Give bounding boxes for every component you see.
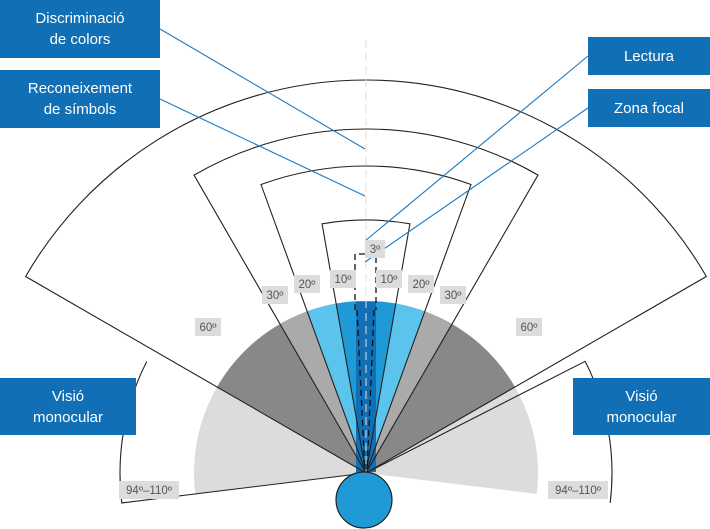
angle-label-20-left: 20º — [294, 275, 320, 293]
callout-symbol-recognition-line2: de símbols — [43, 101, 117, 118]
angle-label-text: 94º–110º — [555, 485, 602, 497]
angle-label-text: 3º — [370, 244, 381, 256]
callout-color-discrimination-line1: Discriminació — [35, 10, 125, 27]
callout-reading-line1: Lectura — [623, 47, 675, 65]
angle-label-bg — [119, 481, 179, 499]
callout-monocular-right-line1: Visió — [625, 387, 658, 405]
callout-color-discrimination-line2: de colors — [49, 31, 111, 48]
outline-30-sector — [193, 128, 539, 475]
angle-label-text: 10º — [381, 274, 399, 286]
angle-label-text: 94º–110º — [126, 485, 173, 497]
angle-label-60-left: 60º — [195, 318, 221, 336]
outline-focal-right — [366, 309, 375, 474]
angle-labels: 3º 10º 10º 20º 20º 30º 30º 60º 60º 94º–110º 94º–11… — [119, 240, 608, 499]
angle-label-reading-left: 10º — [330, 270, 356, 288]
angle-label-reading-right: 10º — [376, 270, 402, 288]
angle-label-30-left: 30º — [262, 286, 288, 304]
callout-monocular-left: Visió monocular — [0, 378, 136, 435]
angle-label-bg — [195, 318, 221, 336]
angle-label-text: 20º — [413, 279, 431, 291]
callout-symbol-recognition-line1: Reconeixement — [27, 80, 133, 97]
angle-label-text: 30º — [267, 290, 285, 302]
angle-label-text: 30º — [445, 290, 463, 302]
angle-label-text: 60º — [521, 322, 539, 334]
callout-monocular-right-line2: monocular — [606, 408, 677, 426]
outline-focal-left — [356, 309, 366, 474]
leader-color-discrimination — [159, 28, 366, 150]
leader-lines — [159, 28, 589, 263]
angle-label-text: 60º — [200, 322, 218, 334]
angle-label-bg — [516, 318, 542, 336]
angle-label-text: 10º — [335, 274, 353, 286]
angle-label-monocular-right: 94º–110º — [548, 481, 608, 499]
angle-label-bg — [408, 275, 434, 293]
angle-label-focal: 3º — [365, 240, 385, 258]
outline-10-sector — [321, 219, 411, 474]
angle-label-text: 20º — [299, 279, 317, 291]
callout-monocular-left-line2: monocular — [32, 408, 104, 426]
callout-reading: Lectura — [588, 37, 710, 75]
angle-label-bg — [294, 275, 320, 293]
leader-reading — [364, 55, 589, 242]
angle-label-bg — [365, 240, 385, 258]
angle-label-bg — [548, 481, 608, 499]
callout-color-discrimination: Discriminació de colors — [0, 0, 160, 58]
leader-focal-zone — [364, 107, 589, 263]
outline-20-sector — [260, 165, 472, 475]
angle-label-30-right: 30º — [440, 286, 466, 304]
angle-label-bg — [376, 270, 402, 288]
angle-label-60-right: 60º — [516, 318, 542, 336]
angle-label-monocular-left: 94º–110º — [119, 481, 179, 499]
leader-symbol-recognition — [159, 98, 366, 197]
callout-monocular-right: Visió monocular — [573, 378, 710, 435]
angle-label-bg — [330, 270, 356, 288]
angle-label-bg — [262, 286, 288, 304]
angle-label-20-right: 20º — [408, 275, 434, 293]
callout-symbol-recognition: Reconeixement de símbols — [0, 70, 160, 128]
angle-label-bg — [440, 286, 466, 304]
eye-icon — [335, 471, 393, 529]
callout-focal-zone: Zona focal — [588, 89, 710, 127]
callout-focal-zone-line1: Zona focal — [613, 99, 685, 117]
callout-monocular-left-line1: Visió — [51, 387, 85, 405]
fill-focal-taper — [356, 302, 376, 473]
